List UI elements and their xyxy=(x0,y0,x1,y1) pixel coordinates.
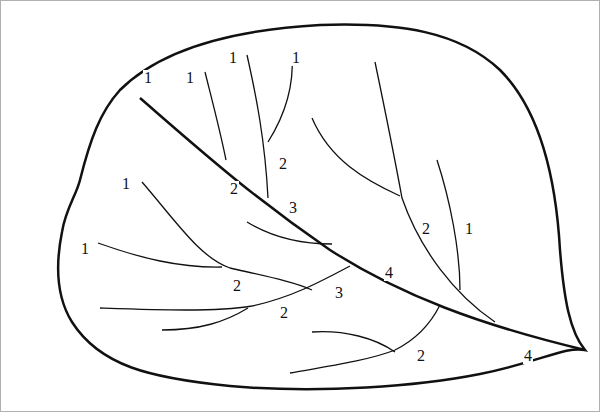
vein xyxy=(312,332,395,352)
midrib xyxy=(140,98,585,350)
order-number: 3 xyxy=(288,200,298,216)
order-number: 2 xyxy=(232,278,242,294)
veins xyxy=(98,55,495,373)
vein xyxy=(437,160,460,290)
vein xyxy=(312,118,400,196)
order-number: 2 xyxy=(416,348,426,364)
order-number: 1 xyxy=(291,50,301,66)
order-number: 1 xyxy=(228,50,238,66)
order-number: 2 xyxy=(229,181,239,197)
order-number: 3 xyxy=(334,285,344,301)
order-number: 1 xyxy=(464,221,474,237)
order-number: 1 xyxy=(121,176,131,192)
vein xyxy=(100,266,350,310)
leaf-outline xyxy=(58,25,585,390)
vein xyxy=(142,182,312,290)
order-number: 2 xyxy=(279,305,289,321)
order-number: 2 xyxy=(278,156,288,172)
vein xyxy=(247,222,332,244)
order-number: 4 xyxy=(523,348,533,364)
order-number: 1 xyxy=(143,70,153,86)
vein xyxy=(162,308,248,330)
vein xyxy=(290,305,440,373)
order-number: 1 xyxy=(185,70,195,86)
vein xyxy=(268,55,292,142)
vein xyxy=(98,243,222,267)
order-number: 4 xyxy=(384,265,394,281)
order-number: 1 xyxy=(80,241,90,257)
vein xyxy=(247,55,268,198)
order-number: 2 xyxy=(421,221,431,237)
vein xyxy=(205,72,226,160)
vein xyxy=(375,62,495,322)
